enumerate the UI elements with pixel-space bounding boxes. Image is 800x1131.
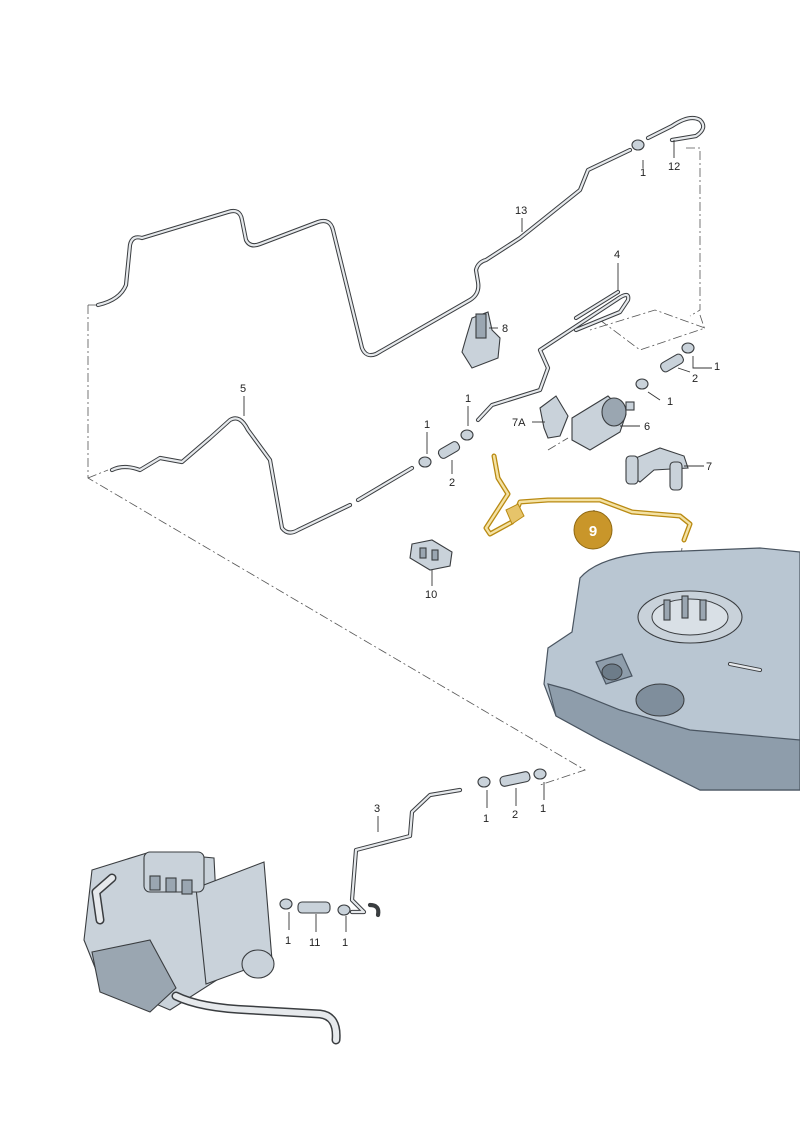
callout-9-badge: 9 (573, 510, 613, 550)
callout-12: 12 (668, 161, 680, 173)
small-parts (279, 342, 695, 916)
callout-3: 3 (374, 803, 380, 815)
callout-1-bottom-1: 1 (483, 813, 489, 825)
valve-part-6 (571, 395, 635, 451)
leader-lines (243, 140, 712, 932)
callout-1-right-2: 1 (667, 396, 673, 408)
callout-9-circle (573, 510, 613, 550)
clip-part-10 (409, 539, 453, 571)
pipe-4 (475, 289, 631, 423)
pipe-3 (349, 787, 463, 918)
hook-part-12 (631, 115, 706, 151)
carbon-canister-assembly (83, 851, 341, 1045)
fuel-tank (543, 547, 800, 791)
callout-9: 9 (589, 523, 597, 540)
bracket-part-7A (539, 395, 569, 439)
callout-1-bottomleft-2: 1 (342, 937, 348, 949)
callout-8: 8 (502, 323, 508, 335)
callout-5: 5 (240, 383, 246, 395)
callout-1-mid-1: 1 (424, 419, 430, 431)
callout-1-bottomleft-1: 1 (285, 935, 291, 947)
callout-2-right: 2 (692, 373, 698, 385)
callout-1-bottom-2: 1 (540, 803, 546, 815)
callout-4: 4 (614, 249, 620, 261)
pipe-5 (109, 416, 415, 535)
callout-1-top: 1 (640, 167, 646, 179)
callout-labels: 1 12 13 4 8 1 2 1 6 7A 7 5 1 1 2 10 3 1 … (240, 161, 720, 949)
bracket-part-8 (461, 311, 501, 369)
callout-11: 11 (309, 937, 320, 949)
callout-1-right-1: 1 (714, 361, 720, 373)
pipe-13 (95, 147, 633, 358)
callout-7: 7 (706, 461, 712, 473)
callout-7A: 7A (512, 417, 526, 429)
callout-13: 13 (515, 205, 527, 217)
bracket-part-7 (625, 447, 689, 491)
callout-2-mid: 2 (449, 477, 455, 489)
callout-2-bottom: 2 (512, 809, 518, 821)
callout-1-mid-2: 1 (465, 393, 471, 405)
callout-6: 6 (644, 421, 650, 433)
callout-10: 10 (425, 589, 437, 601)
highlighted-pipe-9 (483, 453, 693, 543)
